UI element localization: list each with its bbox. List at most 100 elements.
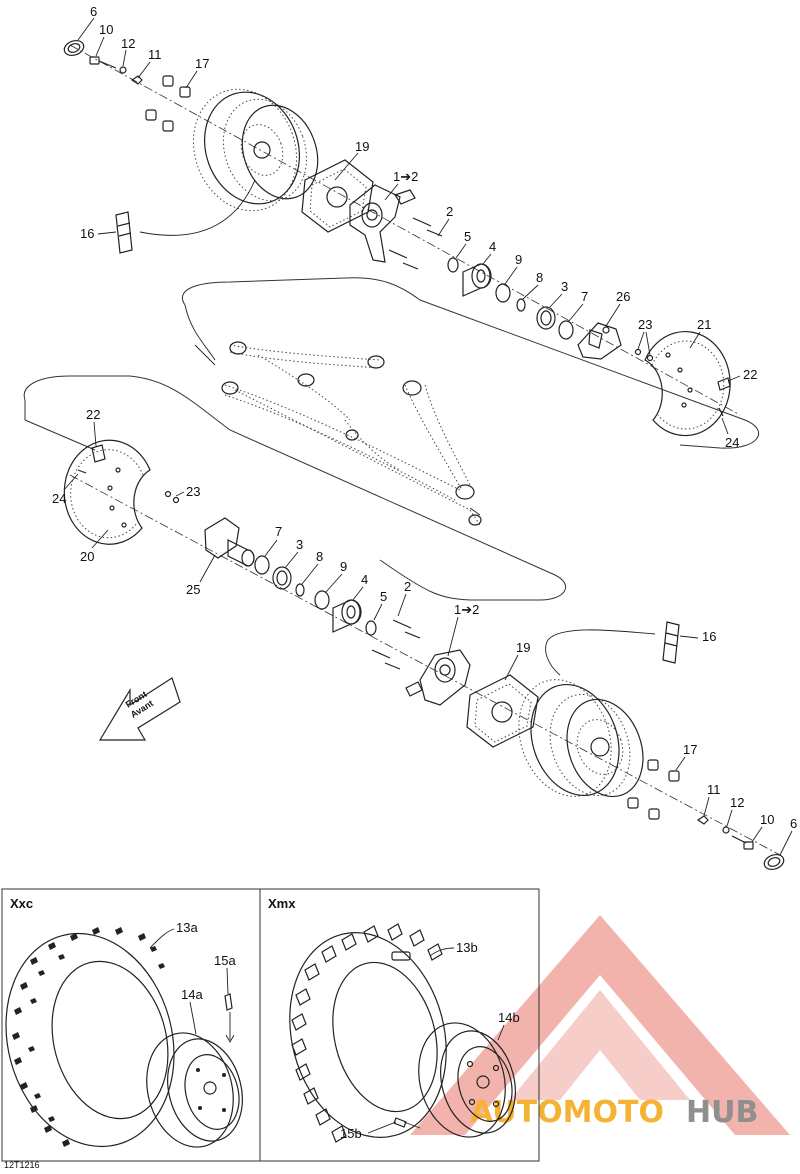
label-16-bottom: 16 xyxy=(702,629,716,644)
brake-disc-top xyxy=(644,331,731,437)
label-2-top: 2 xyxy=(446,204,453,219)
watermark-text-automoto: AUTOMOTO xyxy=(470,1095,664,1130)
steering-knuckle-top xyxy=(349,184,416,263)
brake-plate-bottom xyxy=(466,674,539,748)
label-4-top: 4 xyxy=(489,239,496,254)
knuckle-bolts-bottom xyxy=(371,619,421,670)
tire-variants-panel: Xxc Xmx xyxy=(1,888,540,1162)
label-19-top: 19 xyxy=(355,139,369,154)
knuckle-bolts-top xyxy=(388,217,443,270)
panel-title-xxc: Xxc xyxy=(10,896,33,911)
label-19-bottom: 19 xyxy=(516,640,530,655)
label-23-right: 23 xyxy=(638,317,652,332)
label-3-bottom: 3 xyxy=(296,537,303,552)
label-8-bottom: 8 xyxy=(316,549,323,564)
label-9-top: 9 xyxy=(515,252,522,267)
caliper-top xyxy=(577,322,622,360)
oil-seal-top xyxy=(536,306,556,330)
ring-top xyxy=(558,320,574,340)
o-ring-top xyxy=(516,298,526,312)
label-10-top: 10 xyxy=(99,22,113,37)
label-17-top: 17 xyxy=(195,56,209,71)
disc-bolts-top xyxy=(634,348,654,362)
bracket-top xyxy=(717,377,731,391)
upper-wheel-assembly xyxy=(63,39,741,437)
label-7-top: 7 xyxy=(581,289,588,304)
valve-stem-xxc xyxy=(224,993,235,1043)
bearing-bottom xyxy=(332,599,362,633)
wheel-nuts-top xyxy=(145,75,191,132)
washer-bottom xyxy=(722,826,730,834)
bolt-top xyxy=(89,56,117,69)
ring-bottom xyxy=(254,555,270,575)
wheel-rim-bottom xyxy=(518,679,644,798)
label-20: 20 xyxy=(80,549,94,564)
label-22-left: 22 xyxy=(86,407,100,422)
label-5-bottom: 5 xyxy=(380,589,387,604)
label-6-top: 6 xyxy=(90,4,97,19)
label-15a: 15a xyxy=(214,953,236,968)
label-14a: 14a xyxy=(181,987,203,1002)
label-15b: 15b xyxy=(340,1126,362,1141)
circlip-top xyxy=(495,283,511,303)
label-7-bottom: 7 xyxy=(275,524,282,539)
spacer-bottom xyxy=(365,620,377,636)
label-13b: 13b xyxy=(456,940,478,955)
a-arm-suspension xyxy=(23,277,760,601)
valve-stem-xmx xyxy=(393,1117,421,1129)
tire-xxc xyxy=(5,927,175,1148)
cotter-pin-top xyxy=(130,75,143,85)
rim-xxc xyxy=(146,1032,243,1148)
steering-knuckle-bottom xyxy=(405,649,471,706)
upper-callouts: 6 10 12 11 17 19 1➔2 2 16 5 4 9 8 3 7 26… xyxy=(77,4,757,450)
cotter-pin-bottom xyxy=(696,815,709,825)
lower-wheel-assembly xyxy=(63,439,785,871)
label-9-bottom: 9 xyxy=(340,559,347,574)
label-13a: 13a xyxy=(176,920,198,935)
label-21: 21 xyxy=(697,317,711,332)
a-arm-upper xyxy=(229,341,385,421)
label-25: 25 xyxy=(186,582,200,597)
label-5-top: 5 xyxy=(464,229,471,244)
label-12-bottom: 12 xyxy=(730,795,744,810)
spacer-top xyxy=(447,257,459,273)
label-16-top: 16 xyxy=(80,226,94,241)
label-2-bottom: 2 xyxy=(404,579,411,594)
label-11-top: 11 xyxy=(148,47,162,62)
label-24-left: 24 xyxy=(52,491,66,506)
label-8-top: 8 xyxy=(536,270,543,285)
circlip-bottom xyxy=(314,590,330,610)
front-direction-arrow: Front Avant xyxy=(98,677,181,741)
brake-disc-bottom xyxy=(63,439,151,545)
washer-top xyxy=(119,66,127,74)
oil-seal-bottom xyxy=(272,566,292,590)
tire-xmx xyxy=(289,923,447,1143)
label-14b: 14b xyxy=(498,1010,520,1025)
label-10-bottom: 10 xyxy=(760,812,774,827)
wheel-hub-bottom xyxy=(204,517,255,567)
disc-bolts-bottom xyxy=(164,490,180,504)
label-12-top: 12 xyxy=(121,36,135,51)
bolt-24-bottom xyxy=(77,469,87,474)
lower-callouts: 22 24 23 20 7 3 8 9 25 4 2 5 1➔2 19 16 1… xyxy=(52,407,797,856)
wheel-rim-top xyxy=(192,88,319,212)
seal-ring-bottom xyxy=(763,853,785,871)
reference-code: 12T1216 xyxy=(4,1160,40,1170)
label-17-bottom: 17 xyxy=(683,742,697,757)
wheel-nuts-bottom xyxy=(627,759,680,820)
label-6-bottom: 6 xyxy=(790,816,797,831)
brake-plate-top xyxy=(301,159,374,233)
wheel-weight-bottom xyxy=(545,621,680,676)
wheel-weight-top xyxy=(115,179,256,254)
label-1to2-bottom: 1➔2 xyxy=(454,602,479,617)
a-arm-lower xyxy=(221,380,482,526)
bolt-24-top xyxy=(718,407,724,417)
label-1to2-top: 1➔2 xyxy=(393,169,418,184)
o-ring-bottom xyxy=(295,583,305,597)
label-4-bottom: 4 xyxy=(361,572,368,587)
panel-title-xmx: Xmx xyxy=(268,896,296,911)
bearing-top xyxy=(462,263,492,297)
label-3-top: 3 xyxy=(561,279,568,294)
bracket-bottom xyxy=(91,444,106,463)
